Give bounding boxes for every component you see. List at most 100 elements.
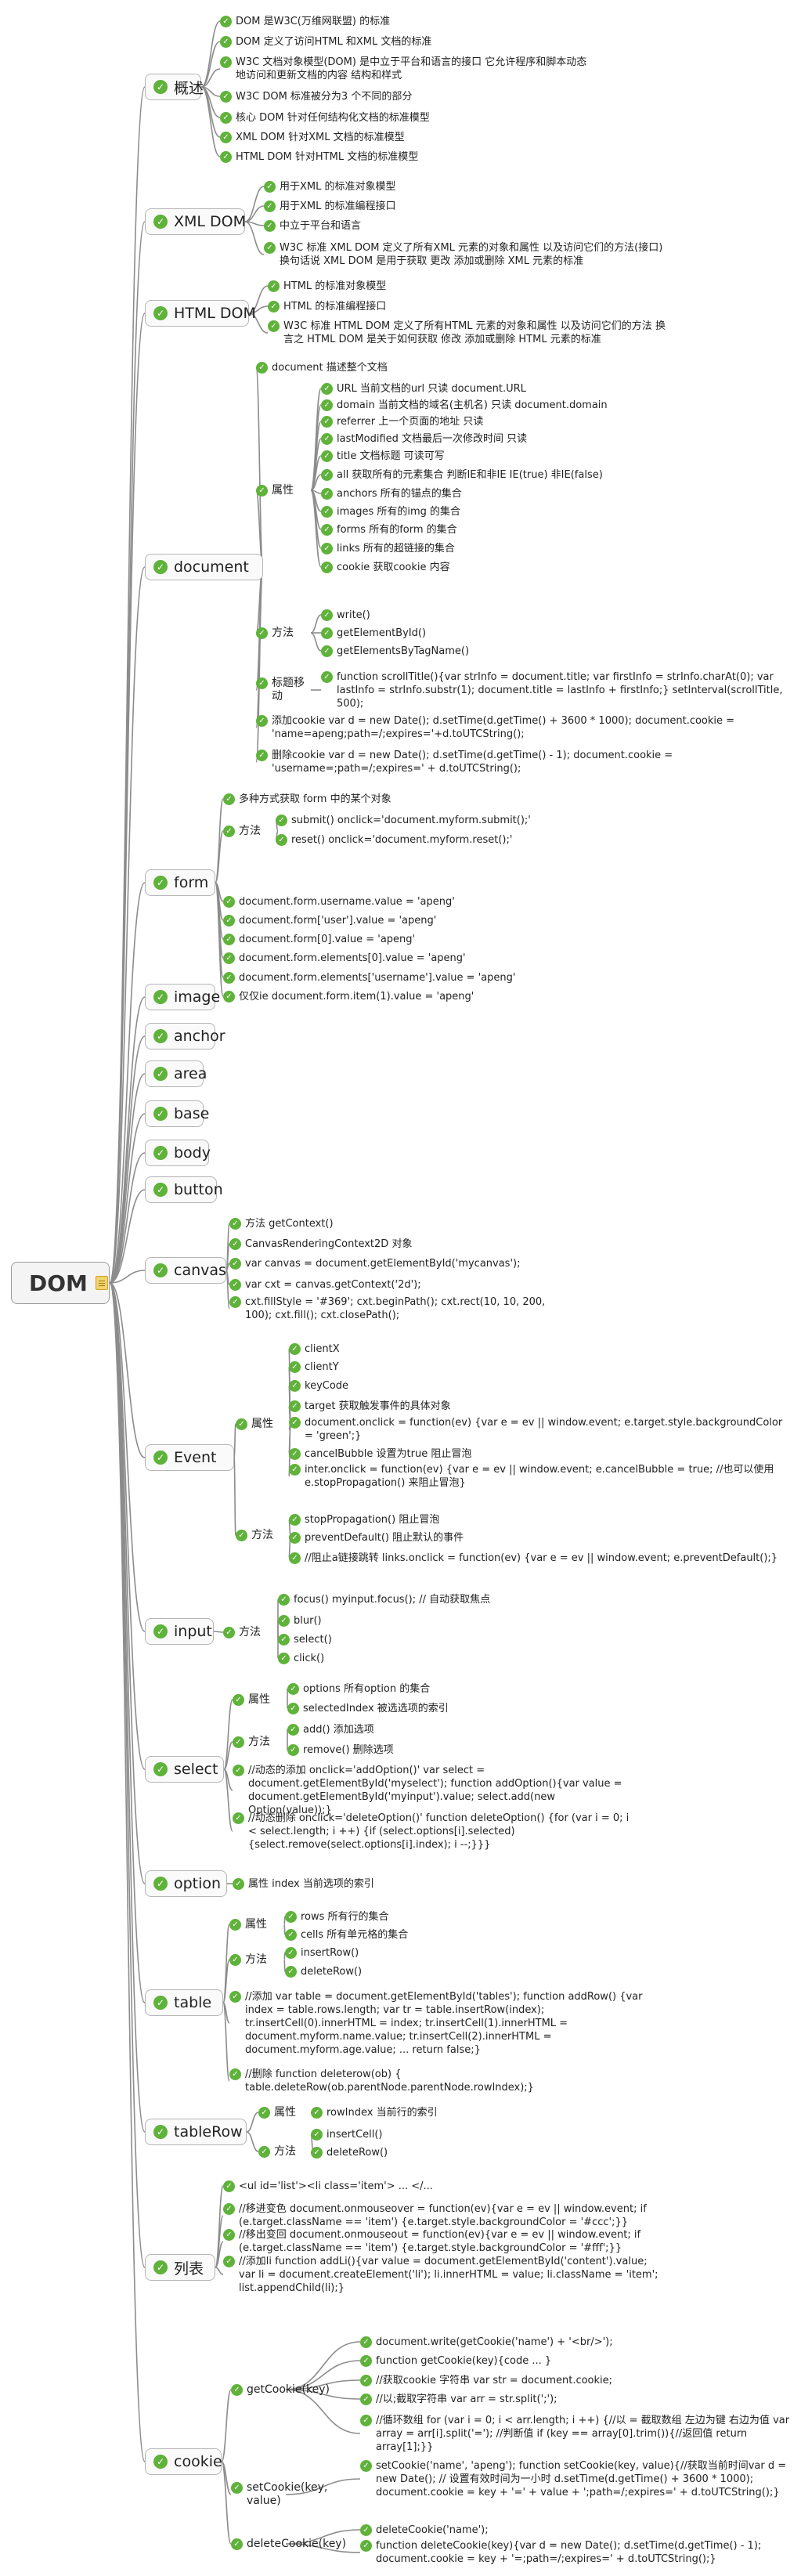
branch-node[interactable]: ✓input — [145, 1618, 214, 1645]
leaf-node[interactable]: ✓W3C DOM 标准被分为3 个不同的部分 — [220, 90, 596, 103]
leaf-node[interactable]: ✓cancelBubble 设置为true 阻止冒泡 — [289, 1447, 790, 1461]
leaf-node[interactable]: ✓images 所有的img 的集合 — [321, 505, 791, 518]
branch-node[interactable]: ✓Event — [145, 1444, 234, 1471]
leaf-node[interactable]: ✓//循环数组 for (var i = 0; i < arr.length; … — [360, 2414, 791, 2454]
leaf-node[interactable]: ✓function scrollTitle(){var strInfo = do… — [321, 670, 791, 710]
branch-node[interactable]: ✓select — [145, 1756, 224, 1783]
branch-node[interactable]: ✓body — [145, 1140, 211, 1166]
leaf-node[interactable]: ✓function getCookie(key){code ... } — [360, 2354, 791, 2368]
branch-node[interactable]: ✓base — [145, 1100, 209, 1127]
branch-node[interactable]: ✓area — [145, 1060, 207, 1087]
leaf-node[interactable]: ✓insertCell() — [311, 2128, 791, 2141]
leaf-node[interactable]: ✓W3C 标准 XML DOM 定义了所有XML 元素的对象和属性 以及访问它们… — [264, 241, 671, 268]
leaf-node[interactable]: ✓add() 添加选项 — [287, 1723, 788, 1736]
leaf-node[interactable]: ✓W3C 标准 HTML DOM 定义了所有HTML 元素的对象和属性 以及访问… — [268, 320, 675, 346]
leaf-node[interactable]: ✓//移进变色 document.onmouseover = function(… — [223, 2202, 662, 2229]
leaf-node[interactable]: ✓preventDefault() 阻止默认的事件 — [289, 1531, 790, 1545]
leaf-node[interactable]: ✓添加cookie var d = new Date(); d.setTime(… — [256, 714, 741, 741]
branch-node[interactable]: ✓cookie — [145, 2448, 222, 2475]
leaf-node[interactable]: ✓删除cookie var d = new Date(); d.setTime(… — [256, 749, 741, 775]
branch-node[interactable]: ✓HTML DOM — [145, 300, 256, 327]
group-node[interactable]: ✓方法 — [223, 1626, 278, 1639]
group-node[interactable]: ✓属性 — [258, 2106, 313, 2119]
group-node[interactable]: ✓getCookie(key) — [231, 2383, 330, 2397]
leaf-node[interactable]: ✓document 描述整个文档 — [256, 361, 741, 374]
branch-node[interactable]: ✓button — [145, 1176, 223, 1203]
branch-node[interactable]: ✓XML DOM — [145, 208, 246, 235]
leaf-node[interactable]: ✓//阻止a链接跳转 links.onclick = function(ev) … — [289, 1552, 790, 1565]
leaf-node[interactable]: ✓rows 所有行的集合 — [285, 1910, 786, 1924]
leaf-node[interactable]: ✓HTML DOM 针对HTML 文档的标准模型 — [220, 150, 596, 164]
leaf-node[interactable]: ✓document.form.elements['username'].valu… — [223, 971, 583, 985]
leaf-node[interactable]: ✓anchors 所有的锚点的集合 — [321, 487, 791, 500]
branch-node[interactable]: ✓option — [145, 1870, 227, 1897]
leaf-node[interactable]: ✓links 所有的超链接的集合 — [321, 542, 791, 555]
leaf-node[interactable]: ✓inter.onclick = function(ev) {var e = e… — [289, 1463, 790, 1490]
branch-node[interactable]: ✓image — [145, 984, 220, 1010]
leaf-node[interactable]: ✓keyCode — [289, 1379, 790, 1393]
group-node[interactable]: ✓属性 — [256, 484, 311, 497]
leaf-node[interactable]: ✓document.form.elements[0].value = 'apen… — [223, 952, 583, 965]
group-node[interactable]: ✓方法 — [258, 2145, 313, 2159]
leaf-node[interactable]: ✓remove() 删除选项 — [287, 1743, 788, 1757]
leaf-node[interactable]: ✓deleteRow() — [311, 2146, 791, 2159]
leaf-node[interactable]: ✓lastModified 文档最后一次修改时间 只读 — [321, 432, 791, 446]
leaf-node[interactable]: ✓方法 getContext() — [229, 1217, 574, 1230]
branch-node[interactable]: ✓canvas — [145, 1257, 226, 1284]
leaf-node[interactable]: ✓//添加 var table = document.getElementByI… — [229, 1990, 652, 2057]
leaf-node[interactable]: ✓deleteCookie('name'); — [360, 2524, 791, 2537]
group-node[interactable]: ✓属性 — [233, 1693, 287, 1707]
leaf-node[interactable]: ✓submit() onclick='document.myform.submi… — [276, 814, 777, 827]
branch-node[interactable]: ✓tableRow — [145, 2119, 247, 2145]
leaf-node[interactable]: ✓forms 所有的form 的集合 — [321, 523, 791, 537]
leaf-node[interactable]: ✓title 文档标题 可读可写 — [321, 450, 791, 463]
leaf-node[interactable]: ✓document.write(getCookie('name') + '<br… — [360, 2336, 791, 2349]
leaf-node[interactable]: ✓//获取cookie 字符串 var str = document.cooki… — [360, 2374, 791, 2387]
leaf-node[interactable]: ✓DOM 是W3C(万维网联盟) 的标准 — [220, 15, 596, 28]
leaf-node[interactable]: ✓domain 当前文档的域名(主机名) 只读 document.domain — [321, 399, 791, 412]
group-node[interactable]: ✓deleteCookie(key) — [231, 2538, 346, 2551]
leaf-node[interactable]: ✓document.onclick = function(ev) {var e … — [289, 1416, 790, 1443]
leaf-node[interactable]: ✓focus() myinput.focus(); // 自动获取焦点 — [278, 1593, 779, 1606]
leaf-node[interactable]: ✓多种方式获取 form 中的某个对象 — [223, 793, 583, 806]
leaf-node[interactable]: ✓CanvasRenderingContext2D 对象 — [229, 1237, 574, 1251]
leaf-node[interactable]: ✓document.form['user'].value = 'apeng' — [223, 914, 583, 927]
leaf-node[interactable]: ✓all 获取所有的元素集合 判断IE和非IE IE(true) 非IE(fal… — [321, 468, 791, 482]
leaf-node[interactable]: ✓stopPropagation() 阻止冒泡 — [289, 1513, 790, 1526]
leaf-node[interactable]: ✓write() — [321, 609, 791, 622]
leaf-node[interactable]: ✓clientX — [289, 1342, 790, 1356]
leaf-node[interactable]: ✓cells 所有单元格的集合 — [285, 1928, 786, 1942]
group-node[interactable]: ✓方法 — [229, 1953, 284, 1967]
leaf-node[interactable]: ✓用于XML 的标准对象模型 — [264, 180, 671, 193]
branch-node[interactable]: ✓anchor — [145, 1023, 226, 1050]
branch-node[interactable]: ✓概述 — [145, 74, 204, 100]
leaf-node[interactable]: ✓click() — [278, 1652, 779, 1665]
group-node[interactable]: ✓属性 — [236, 1418, 290, 1431]
leaf-node[interactable]: ✓reset() onclick='document.myform.reset(… — [276, 833, 777, 847]
leaf-node[interactable]: ✓target 获取触发事件的具体对象 — [289, 1400, 790, 1413]
leaf-node[interactable]: ✓HTML 的标准编程接口 — [268, 300, 675, 313]
group-node[interactable]: ✓方法 — [233, 1736, 287, 1749]
leaf-node[interactable]: ✓用于XML 的标准编程接口 — [264, 200, 671, 213]
branch-node[interactable]: ✓table — [145, 1989, 223, 2016]
leaf-node[interactable]: ✓function deleteCookie(key){var d = new … — [360, 2539, 791, 2566]
leaf-node[interactable]: ✓getElementsByTagName() — [321, 645, 791, 658]
leaf-node[interactable]: ✓select() — [278, 1633, 779, 1646]
group-node[interactable]: ✓方法 — [236, 1529, 290, 1542]
group-node[interactable]: ✓标题移动 — [256, 677, 311, 703]
leaf-node[interactable]: ✓核心 DOM 针对任何结构化文档的标准模型 — [220, 111, 596, 125]
leaf-node[interactable]: ✓XML DOM 针对XML 文档的标准模型 — [220, 131, 596, 144]
leaf-node[interactable]: ✓DOM 定义了访问HTML 和XML 文档的标准 — [220, 35, 596, 49]
leaf-node[interactable]: ✓//动态的添加 onclick='addOption()' var selec… — [233, 1764, 640, 1817]
leaf-node[interactable]: ✓URL 当前文档的url 只读 document.URL — [321, 382, 791, 396]
leaf-node[interactable]: ✓中立于平台和语言 — [264, 219, 671, 233]
leaf-node[interactable]: ✓options 所有option 的集合 — [287, 1682, 788, 1696]
branch-node[interactable]: ✓form — [145, 869, 215, 896]
leaf-node[interactable]: ✓//添加li function addLi(){var value = doc… — [223, 2255, 662, 2295]
leaf-node[interactable]: ✓insertRow() — [285, 1946, 786, 1960]
leaf-node[interactable]: ✓W3C 文档对象模型(DOM) 是中立于平台和语言的接口 它允许程序和脚本动态… — [220, 56, 596, 82]
group-node[interactable]: ✓setCookie(key, value) — [231, 2481, 327, 2508]
leaf-node[interactable]: ✓blur() — [278, 1614, 779, 1628]
leaf-node[interactable]: ✓cookie 获取cookie 内容 — [321, 561, 791, 574]
leaf-node[interactable]: ✓document.form.username.value = 'apeng' — [223, 895, 583, 909]
